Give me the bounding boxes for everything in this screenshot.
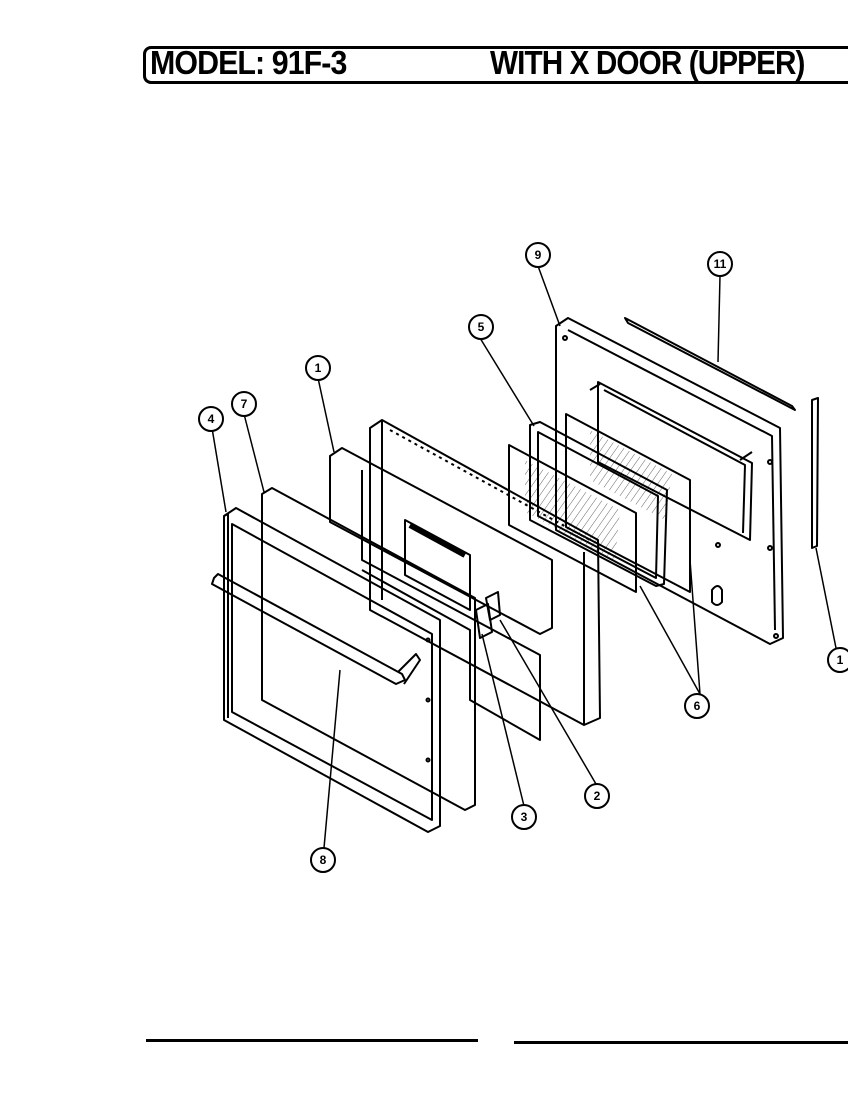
callout-8: 8 (320, 853, 327, 867)
inner-baffle (329, 447, 553, 741)
callout-1: 1 (315, 361, 322, 375)
callout-4: 4 (208, 412, 215, 426)
callout-3: 3 (521, 810, 528, 824)
callout-2: 2 (594, 789, 601, 803)
leader-lines (211, 265, 837, 849)
footer-rule-right (514, 1041, 848, 1044)
side-strip (811, 397, 819, 549)
header-frame (143, 46, 848, 84)
top-strip (624, 317, 796, 411)
callout-9: 9 (535, 248, 542, 262)
hinge-hardware (475, 591, 501, 639)
callout-1-right: 1 (837, 653, 844, 667)
diagram-title: WITH X DOOR (UPPER) (490, 44, 805, 81)
front-glass (508, 444, 637, 593)
callout-5: 5 (478, 320, 485, 334)
door-handle (211, 573, 421, 685)
outer-glass (261, 487, 476, 811)
door-frame (223, 507, 441, 833)
model-label: MODEL: 91F-3 (150, 44, 347, 81)
callout-circles (198, 242, 848, 873)
footer-rule-left (146, 1039, 478, 1042)
callout-11: 11 (714, 257, 727, 271)
callout-7: 7 (241, 397, 248, 411)
callout-6: 6 (694, 699, 701, 713)
